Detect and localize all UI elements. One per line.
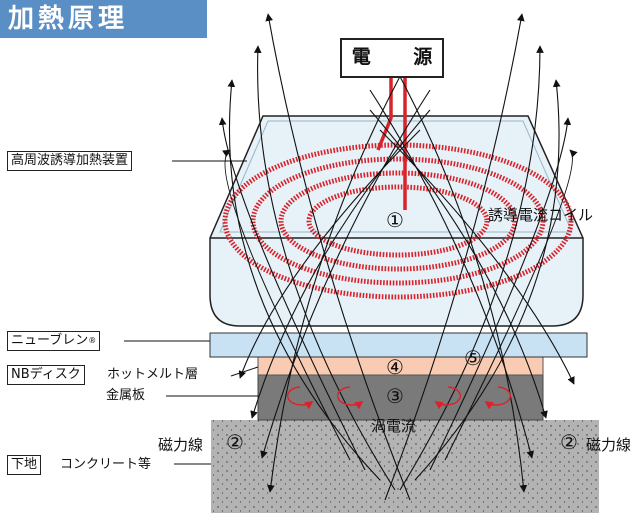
label-neoprene-box: ニューブレン® [7, 331, 101, 351]
power-wires [376, 76, 407, 210]
label-nb-disk: NBディスク [7, 365, 85, 385]
number-4: ④ [386, 355, 404, 379]
label-eddy-current: 渦電流 [371, 417, 417, 435]
number-3: ③ [386, 384, 404, 408]
induction-coil [222, 142, 574, 300]
neoprene-layer [209, 332, 588, 358]
label-concrete: コンクリート等 [60, 457, 152, 472]
label-neoprene: ニューブレン [11, 333, 89, 348]
label-flux-left: 磁力線 [158, 436, 204, 454]
eddy-current-swirls [286, 386, 512, 410]
number-2-left: ② [226, 430, 244, 454]
concrete-layer [211, 420, 599, 513]
number-2-right: ② [560, 430, 578, 454]
label-coil: 誘導電流コイル [488, 206, 594, 224]
power-source-box: 電 源 [340, 38, 444, 78]
number-1: ① [386, 208, 404, 232]
label-metal-plate: 金属板 [106, 388, 146, 403]
page-title: 加熱原理 [8, 4, 129, 34]
leader-lines [124, 160, 259, 465]
power-source-label: 電 源 [351, 46, 451, 68]
registered-mark: ® [88, 336, 97, 345]
label-flux-right: 磁力線 [586, 436, 632, 454]
title-banner: 加熱原理 [0, 0, 207, 38]
label-substrate: 下地 [7, 455, 42, 475]
metal-plate [257, 374, 544, 421]
label-hotmelt: ホットメルト層 [107, 367, 199, 382]
label-device: 高周波誘導加熱装置 [7, 151, 133, 171]
flux-lines [218, 13, 578, 501]
number-5: ⑤ [464, 346, 482, 370]
